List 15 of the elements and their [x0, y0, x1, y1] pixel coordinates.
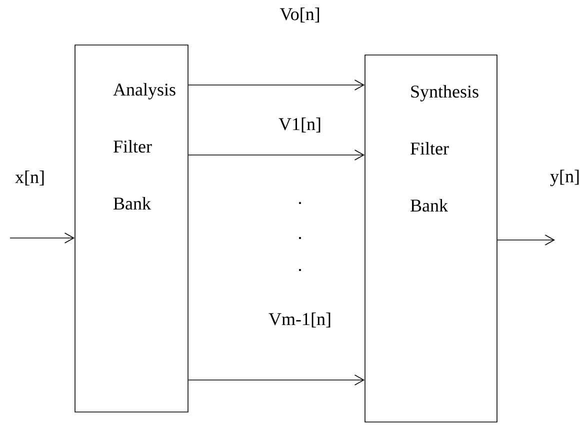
arrow [497, 234, 555, 246]
signal-label: V1[n] [278, 118, 320, 132]
ellipsis-dot: . [298, 268, 302, 272]
signal-label: Vo[n] [280, 8, 320, 22]
filter-bank-box: Synthesis Filter Bank [364, 54, 498, 422]
ellipsis-dot: . [298, 202, 302, 204]
ellipsis-dot: . [298, 236, 302, 240]
signal-label: y[n] [550, 170, 579, 186]
arrow [188, 374, 365, 386]
arrow [10, 232, 75, 244]
arrow [188, 80, 365, 90]
signal-label: Vm-1[n] [268, 312, 330, 328]
signal-label: x[n] [15, 170, 44, 186]
filter-bank-box: Analysis Filter Bank [74, 44, 188, 412]
arrow [188, 150, 365, 160]
